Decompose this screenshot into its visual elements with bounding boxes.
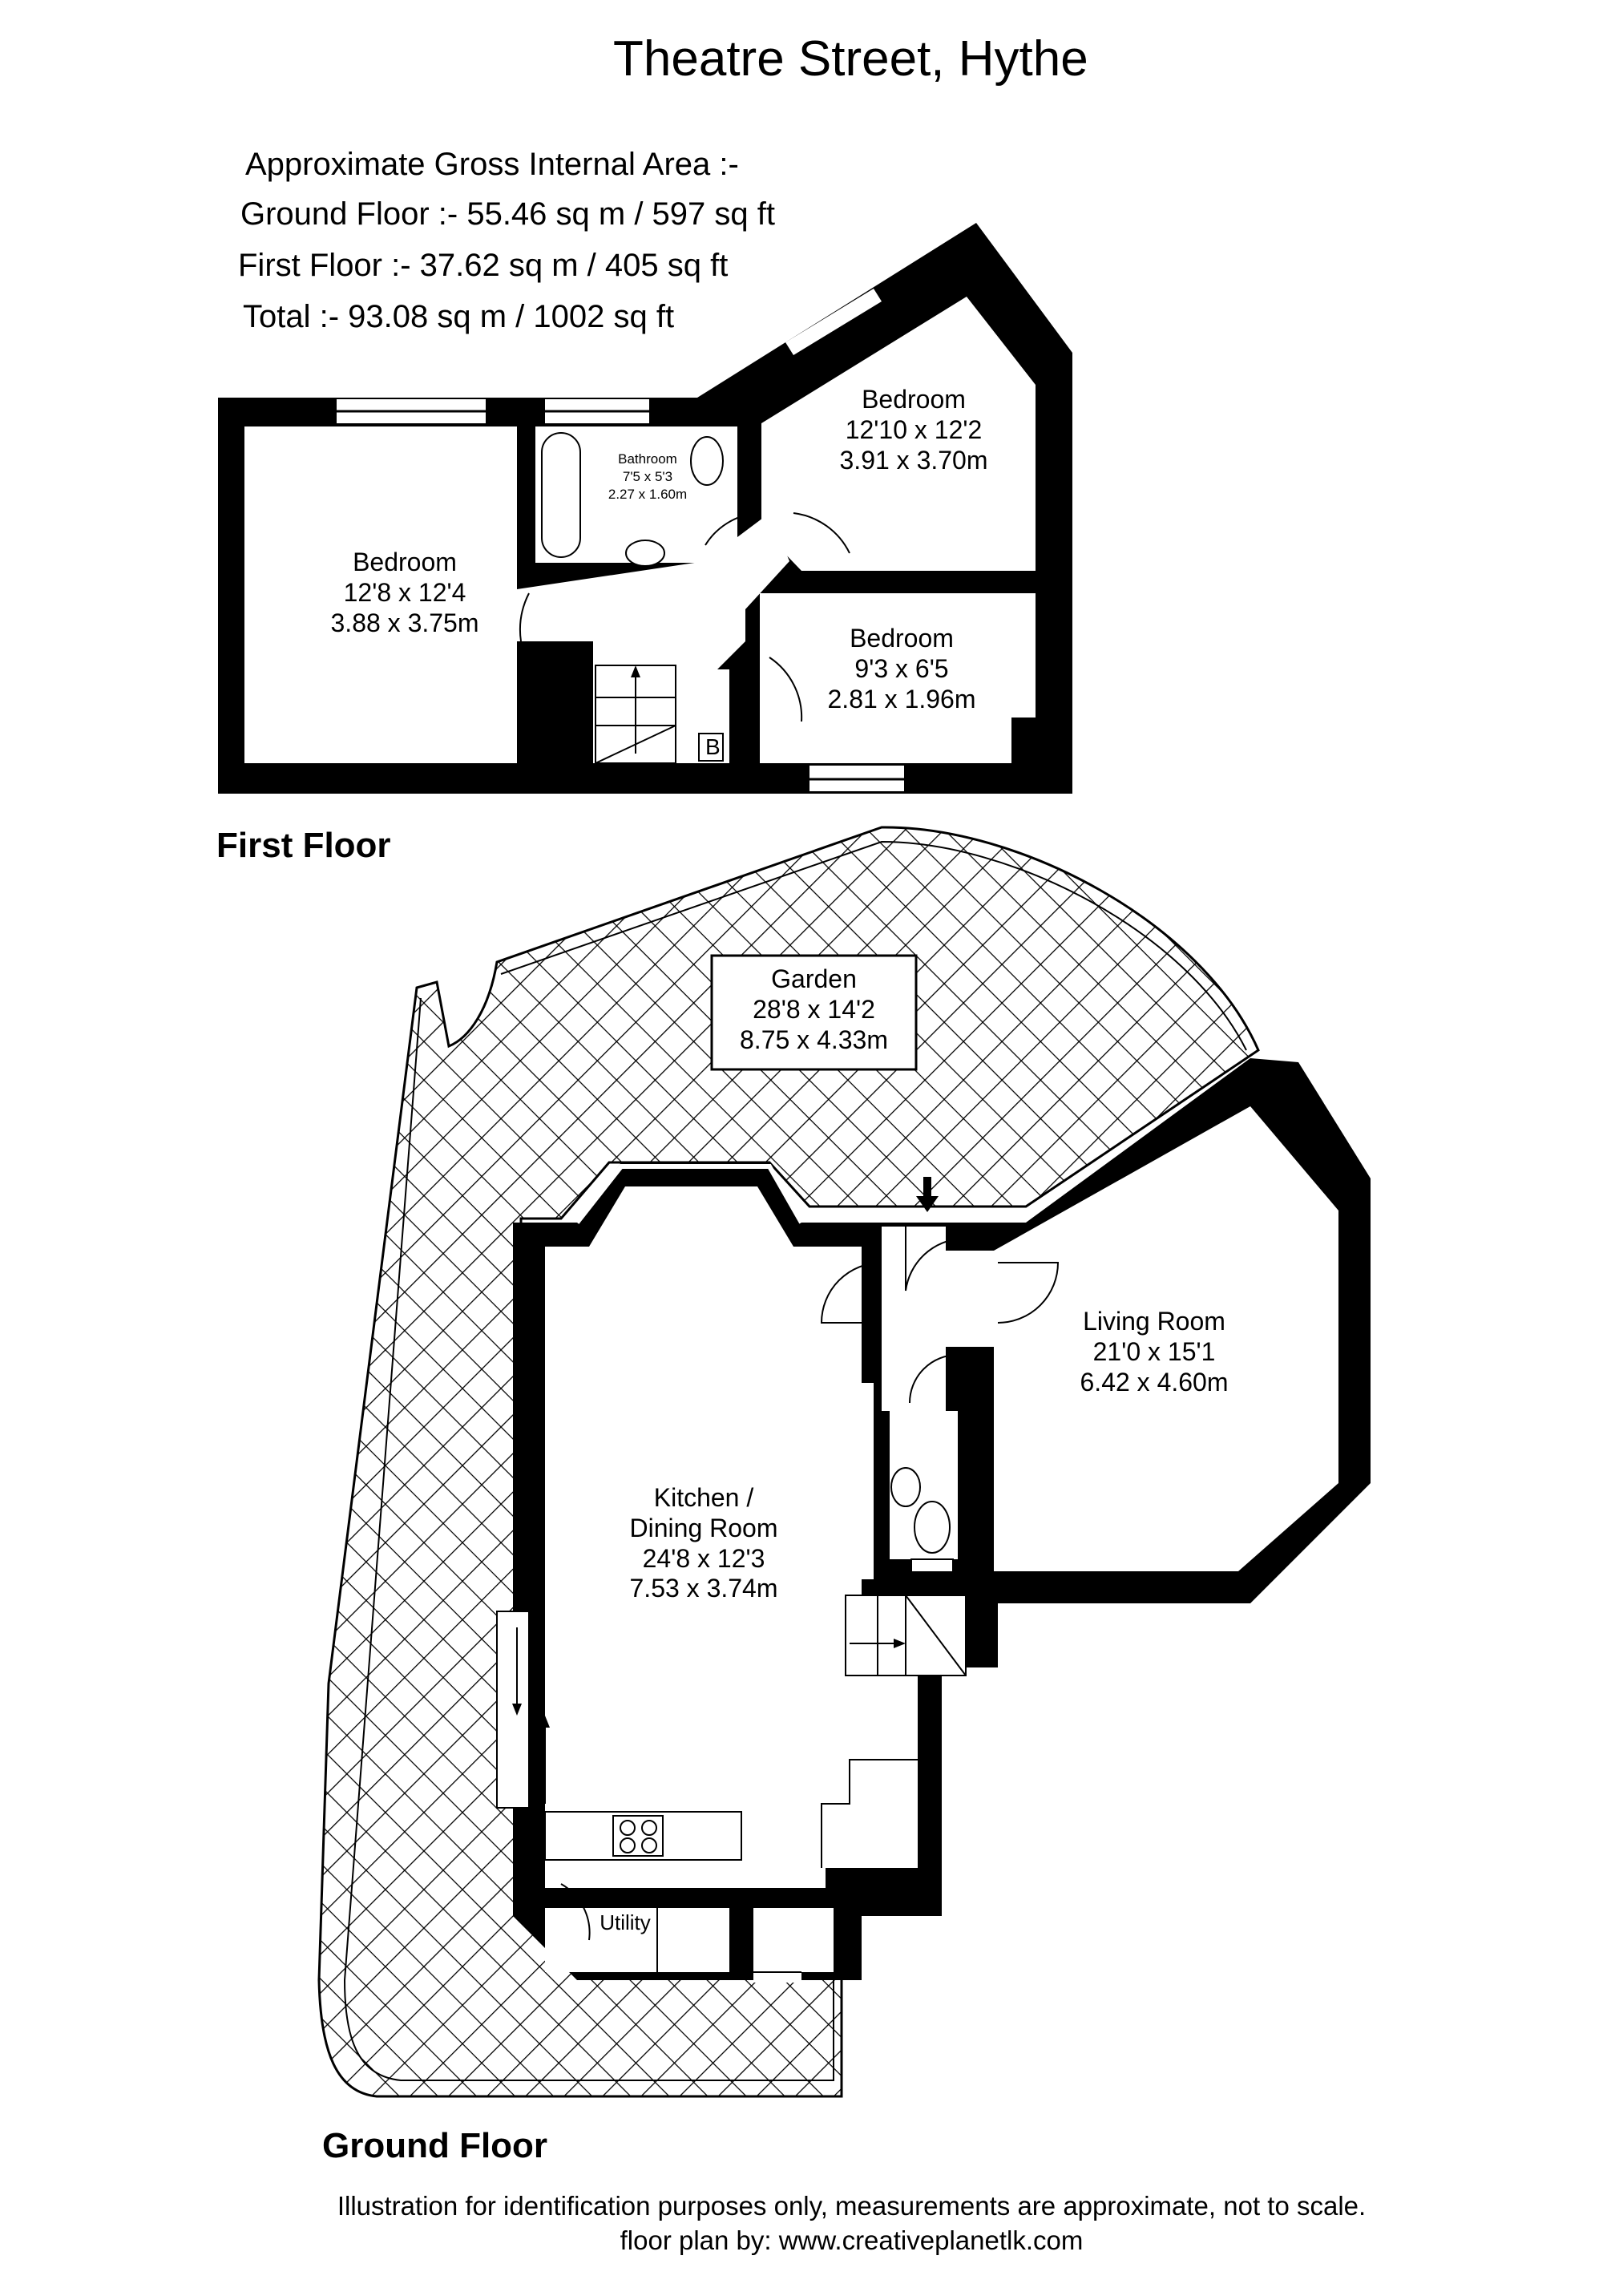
room-label-living-room: Living Room 21'0 x 15'1 6.42 x 4.60m (1080, 1307, 1229, 1397)
bedroom-3-interior (760, 593, 1036, 763)
room-label-bedroom-2: Bedroom 12'10 x 12'2 3.91 x 3.70m (839, 385, 988, 475)
room-label-bathroom: Bathroom 7'5 x 5'3 2.27 x 1.60m (608, 451, 688, 503)
room-label-kitchen-dining: Kitchen / Dining Room 24'8 x 12'3 7.53 x… (629, 1483, 778, 1603)
ground-floor-label: Ground Floor (322, 2126, 548, 2165)
first-floor-plan (218, 223, 1072, 794)
area-ground-floor: Ground Floor :- 55.46 sq m / 597 sq ft (240, 196, 775, 232)
landing-interior (517, 513, 789, 763)
garden-area (317, 826, 1260, 2098)
area-total: Total :- 93.08 sq m / 1002 sq ft (243, 299, 675, 334)
area-heading: Approximate Gross Internal Area :- (245, 147, 739, 182)
room-label-garden: Garden 28'8 x 14'2 8.75 x 4.33m (740, 964, 888, 1054)
ground-floor-plan (317, 826, 1371, 2098)
room-label-bedroom-3: Bedroom 9'3 x 6'5 2.81 x 1.96m (827, 624, 976, 713)
boiler-label: B (705, 734, 721, 759)
page-title: Theatre Street, Hythe (613, 31, 1088, 87)
area-first-floor: First Floor :- 37.62 sq m / 405 sq ft (238, 248, 729, 283)
room-label-utility: Utility (600, 1910, 651, 1934)
kitchen-interior (545, 1186, 918, 1888)
disclaimer-text: Illustration for identification purposes… (337, 2191, 1367, 2221)
bedroom-1-interior (244, 426, 517, 763)
credit-text: floor plan by: www.creativeplanetlk.com (620, 2225, 1084, 2255)
bedroom-2-interior (761, 297, 1036, 571)
utility-interior (545, 1908, 729, 1972)
room-label-bedroom-1: Bedroom 12'8 x 12'4 3.88 x 3.75m (330, 548, 479, 637)
patio-door (496, 1611, 530, 1809)
first-floor-label: First Floor (216, 826, 391, 865)
garden-label-box (710, 954, 918, 1071)
